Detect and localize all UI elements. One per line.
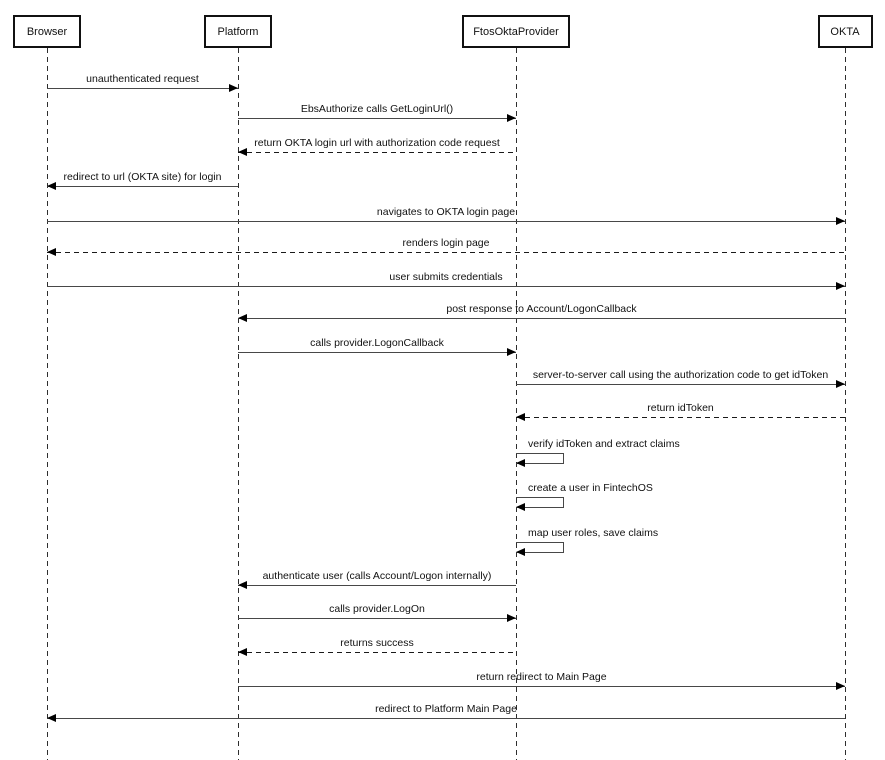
arrowhead-icon (516, 459, 525, 467)
arrowhead-icon (47, 182, 56, 190)
arrowhead-icon (836, 380, 845, 388)
arrowhead-icon (47, 714, 56, 722)
message-line (238, 618, 516, 619)
actor-box-browser: Browser (13, 15, 81, 48)
lifeline-platform (238, 48, 239, 760)
arrowhead-icon (836, 217, 845, 225)
message-label: calls provider.LogonCallback (310, 337, 444, 349)
message-line (516, 417, 845, 418)
message-label: user submits credentials (389, 271, 503, 283)
arrowhead-icon (238, 581, 247, 589)
message-line (47, 221, 845, 222)
actor-box-ftos: FtosOktaProvider (462, 15, 570, 48)
message-label: navigates to OKTA login page (376, 206, 516, 218)
self-message-loop (516, 542, 564, 553)
self-message-loop (516, 497, 564, 508)
message-label: redirect to url (OKTA site) for login (63, 171, 222, 183)
arrowhead-icon (516, 548, 525, 556)
message-label: verify idToken and extract claims (528, 438, 680, 450)
message-label: redirect to Platform Main Page (375, 703, 517, 715)
message-line (516, 384, 845, 385)
arrowhead-icon (516, 413, 525, 421)
arrowhead-icon (507, 614, 516, 622)
message-label: calls provider.LogOn (329, 603, 425, 615)
message-line (238, 686, 845, 687)
arrowhead-icon (507, 114, 516, 122)
self-message-loop (516, 453, 564, 464)
arrowhead-icon (229, 84, 238, 92)
message-line (47, 88, 238, 89)
message-label: server-to-server call using the authoriz… (532, 369, 829, 381)
message-line (238, 118, 516, 119)
actor-box-okta: OKTA (817, 15, 873, 48)
message-line (47, 718, 845, 719)
message-line (47, 252, 845, 253)
arrowhead-icon (516, 503, 525, 511)
arrowhead-icon (507, 348, 516, 356)
lifeline-okta (845, 48, 846, 760)
message-label: returns success (340, 637, 414, 649)
message-label: post response to Account/LogonCallback (446, 303, 637, 315)
actor-box-platform: Platform (204, 15, 272, 48)
arrowhead-icon (836, 682, 845, 690)
message-line (238, 318, 845, 319)
arrowhead-icon (238, 648, 247, 656)
arrowhead-icon (836, 282, 845, 290)
message-label: map user roles, save claims (528, 527, 659, 539)
message-label: unauthenticated request (86, 73, 199, 85)
arrowhead-icon (238, 148, 247, 156)
lifeline-browser (47, 48, 48, 760)
message-label: authenticate user (calls Account/Logon i… (262, 570, 492, 582)
message-line (238, 652, 516, 653)
arrowhead-icon (238, 314, 247, 322)
message-label: return idToken (647, 402, 714, 414)
message-line (47, 186, 238, 187)
arrowhead-icon (47, 248, 56, 256)
message-label: EbsAuthorize calls GetLoginUrl() (300, 103, 454, 115)
lifeline-ftos (516, 48, 517, 760)
message-label: return redirect to Main Page (476, 671, 607, 683)
message-line (238, 585, 516, 586)
message-line (238, 152, 516, 153)
message-line (238, 352, 516, 353)
message-label: renders login page (402, 237, 490, 249)
message-label: return OKTA login url with authorization… (254, 137, 500, 149)
message-label: create a user in FintechOS (528, 482, 653, 494)
message-line (47, 286, 845, 287)
